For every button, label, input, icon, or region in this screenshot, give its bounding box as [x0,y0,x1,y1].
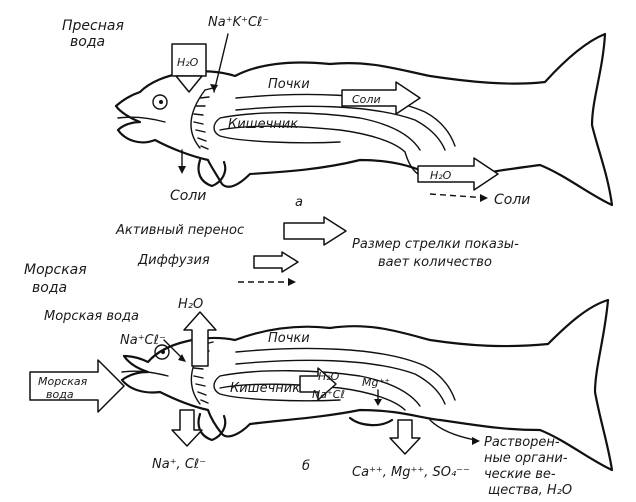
fish-a-gills [190,89,206,149]
magnesium-b-arrowhead [374,399,382,406]
fish-a-eye [152,94,168,110]
sea-water-in-label-2: вода [46,388,74,401]
fish-b-pupil [161,350,165,354]
sea-water-in-arrow [29,359,125,413]
sea-water-top-label-1: Морская [24,262,87,278]
dissolved-b-line [429,419,476,441]
ions-in-a-arrowhead [210,84,218,92]
dissolved-b-arrowhead [472,437,480,445]
fish-a-outline [114,32,614,207]
caption-b: б [302,459,310,474]
salts-kidney-arrow-a [341,81,421,115]
fish-b-intestine [213,370,421,411]
fish-b [120,298,614,472]
ions-out-left-b-arrow [171,409,203,447]
salts-kidney-a-label: Соли [352,93,381,106]
water-out-arrow-a [417,157,499,191]
legend-active-arrow [283,216,347,246]
dissolved-b-label-4: щества, H₂O [488,483,572,498]
intestine-b-label: Кишечник [230,381,300,396]
water-in-a-label: H₂O [177,56,199,69]
water-out-a-label: H₂O [430,169,452,182]
intestine-water-b-label: H₂O [318,370,340,383]
water-out-link-a [404,151,419,175]
fresh-water-label-2: вода [70,34,105,50]
legend-note-line1: Размер стрелки показы- [352,237,519,252]
kidneys-b-label: Почки [268,331,310,346]
fish-a-pupil [159,100,163,104]
sea-water-in-label-1: Морская [38,375,88,388]
fish-a-mouth [117,116,166,123]
legend-diffusion-label: Диффузия [137,253,210,268]
dissolved-b-label-1: Растворен- [484,435,560,450]
kidneys-a-label: Почки [268,77,310,92]
ions-in-a-label: Na⁺K⁺Cℓ⁻ [208,15,269,30]
fresh-water-label-1: Пресная [62,18,124,34]
magnesium-b-label: Mg⁺⁺ [362,376,390,389]
intestine-b-inset-arrow [299,367,337,401]
intestine-ions-b-label: Na⁺Cℓ [312,388,345,401]
fish-a-fin [197,158,227,188]
ions-in-a-arrow [213,33,229,93]
dissolved-b-label-3: ческие ве- [484,467,556,482]
legend-note-line2: вает количество [378,255,492,270]
fish-b-kidney [235,347,456,405]
salts-out-left-a-label: Соли [170,188,206,204]
ions-in-b-label: Na⁺Cℓ⁻ [120,333,166,348]
sea-water-top-label-2: вода [32,280,67,296]
fish-b-mouth [121,370,169,377]
legend-diffusion-arrow [253,251,299,273]
ions-in-b-arrowhead [178,354,186,362]
salts-out-right-arrowhead-a [480,194,488,202]
intestine-a-label: Кишечник [228,117,298,132]
fish-b-fin [197,412,227,442]
fish-a-intestine [213,112,421,153]
fish-b-anal-fin [348,416,394,427]
fish-b-outline [120,298,614,472]
fish-a-gill-filaments [193,87,214,150]
salts-out-right-a-label: Соли [494,192,530,208]
legend-diffusion-dashed-head [288,278,296,286]
salts-out-left-arrowhead-a [178,166,186,174]
caption-a: а [295,195,303,210]
fish-a [114,32,614,207]
fish-b-eye [154,344,170,360]
ions-out-right-b-label: Ca⁺⁺, Mg⁺⁺, SO₄⁻⁻ [352,465,470,480]
salts-out-right-dashed-a [429,193,489,199]
water-out-b-arrow [183,311,217,367]
legend-active-label: Активный перенос [115,223,244,238]
dissolved-b-label-2: ные органи- [484,451,568,466]
sea-water-mid-label: Морская вода [44,309,139,324]
ions-out-left-b-label: Na⁺, Cℓ⁻ [152,457,206,472]
ions-out-right-b-arrow [389,419,421,455]
water-out-b-label: H₂O [178,297,203,312]
water-in-arrow-a [171,43,207,93]
